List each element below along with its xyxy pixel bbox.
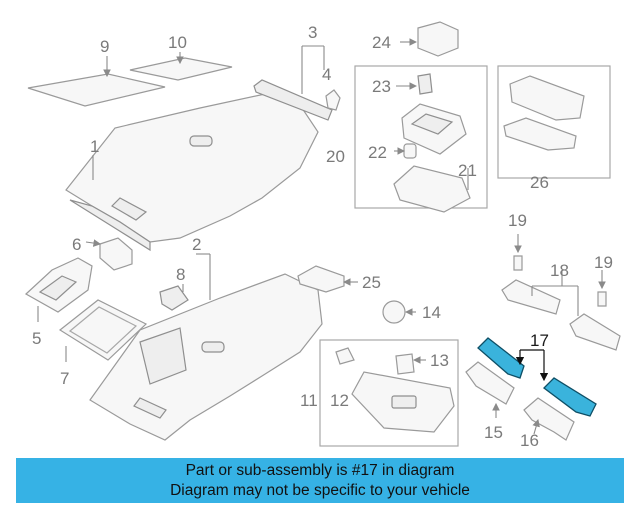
sunroof-frame-7	[58, 299, 148, 362]
callout-12: 12	[330, 391, 349, 410]
sun-visor-parts	[335, 347, 455, 433]
callout-14: 14	[422, 303, 441, 322]
callout-5: 5	[32, 329, 41, 348]
dome-lamp-25	[297, 265, 358, 293]
switch-24	[400, 21, 459, 57]
callout-26: 26	[530, 173, 549, 192]
callout-19-b: 19	[594, 253, 613, 272]
callout-4: 4	[322, 65, 331, 84]
headliner-lower	[89, 253, 323, 441]
sunroof-panel-9	[27, 56, 166, 107]
callout-23: 23	[372, 77, 391, 96]
map-lamp-group-box	[497, 65, 611, 179]
bolt-19	[513, 234, 607, 307]
grab-handle-15	[465, 361, 515, 418]
callout-9: 9	[100, 37, 109, 56]
callout-6: 6	[72, 235, 81, 254]
bracket-8	[159, 284, 189, 311]
parts-diagram: 1 2 3 4 5 6 7 8 9 10 11 12 13 14 15 16 1…	[24, 21, 621, 450]
callout-17: 17	[530, 331, 549, 350]
callout-16: 16	[520, 431, 539, 450]
sunroof-panel-10	[129, 52, 233, 81]
callout-3: 3	[308, 23, 317, 42]
grab-handle-bracket-17[interactable]	[477, 337, 597, 417]
callout-18: 18	[550, 261, 569, 280]
overhead-console-parts	[393, 73, 471, 213]
callout-24: 24	[372, 33, 391, 52]
grommet-14	[382, 300, 416, 324]
lamp-housing-5	[24, 257, 93, 322]
bracket-18	[501, 270, 621, 351]
callout-20: 20	[326, 147, 345, 166]
callout-21: 21	[458, 161, 477, 180]
callout-19-a: 19	[508, 211, 527, 230]
callout-8: 8	[176, 265, 185, 284]
notice-banner: Part or sub-assembly is #17 in diagram D…	[16, 458, 624, 503]
headliner-upper	[65, 93, 319, 252]
map-lamp-26	[503, 75, 585, 151]
callout-7: 7	[60, 369, 69, 388]
callout-2: 2	[192, 235, 201, 254]
callout-22: 22	[368, 143, 387, 162]
callout-1: 1	[90, 137, 99, 156]
banner-line-1: Part or sub-assembly is #17 in diagram	[185, 462, 455, 479]
callout-15: 15	[484, 423, 503, 442]
grab-handle-16	[523, 397, 575, 441]
roof-rail-3	[253, 45, 341, 121]
cover-6	[85, 237, 133, 271]
callout-11: 11	[300, 391, 318, 410]
banner-line-2: Diagram may not be specific to your vehi…	[170, 482, 470, 499]
callout-10: 10	[168, 33, 187, 52]
sun-visor-group-box	[319, 339, 459, 447]
overhead-console-group-box	[354, 65, 488, 209]
callout-13: 13	[430, 351, 449, 370]
callout-labels: 1 2 3 4 5 6 7 8 9 10 11 12 13 14 15 16 1…	[32, 23, 613, 450]
callout-25: 25	[362, 273, 381, 292]
